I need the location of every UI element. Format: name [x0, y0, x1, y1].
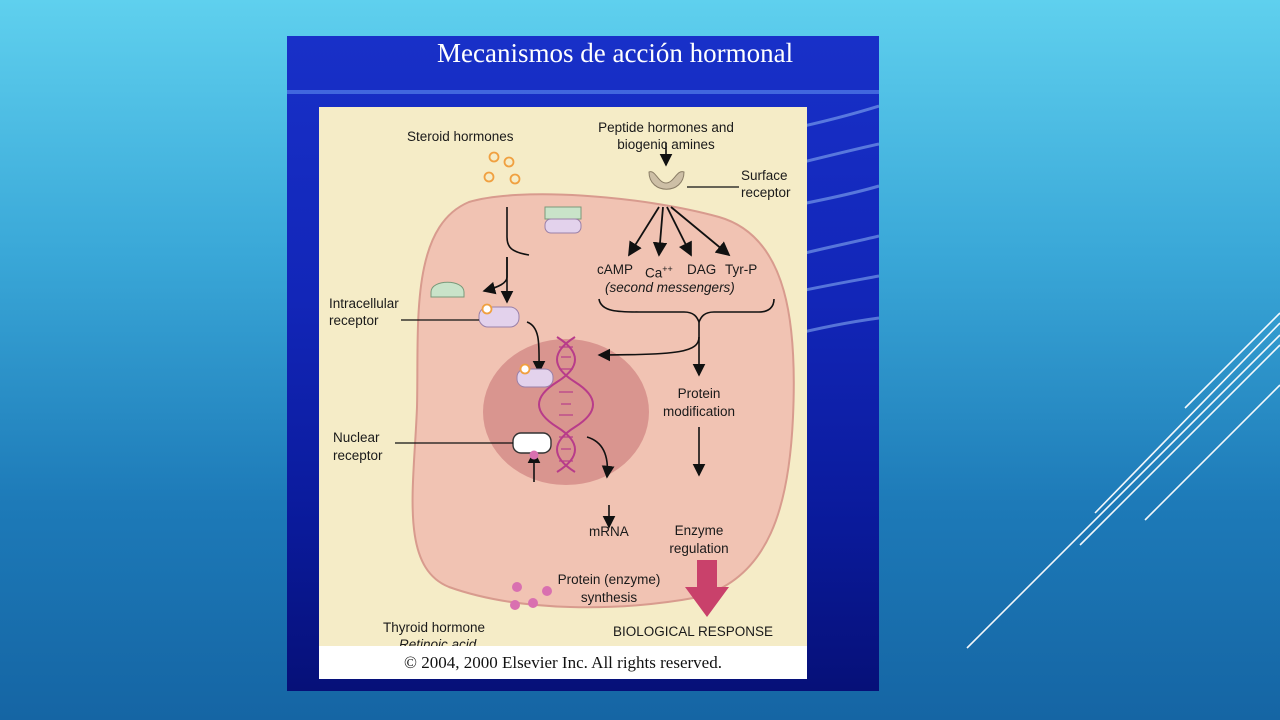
label-peptide-line2: biogenic amines — [617, 137, 715, 152]
label-protein-syn-line2: synthesis — [580, 590, 638, 605]
label-thyroid: Thyroid hormone — [383, 620, 486, 635]
arrow-camp — [628, 206, 660, 257]
hsp-released — [430, 281, 465, 298]
to-nucleus-arrow — [526, 321, 546, 374]
thyroid-hormone-dots — [510, 582, 552, 610]
dna-helix — [538, 336, 594, 473]
label-ca-base: Ca — [645, 265, 663, 281]
label-ca: Ca++ — [645, 261, 673, 282]
label-mrna: mRNA — [589, 524, 629, 539]
label-protein-mod-line2: modification — [662, 404, 736, 419]
steroid-hormone-dots — [483, 151, 521, 185]
hsp-receptor-top — [544, 206, 582, 220]
diagram-panel: Steroid hormones Peptide hormones and bi… — [319, 107, 807, 679]
label-nuclear-line2: receptor — [333, 448, 383, 463]
label-enzyme-line2: regulation — [669, 541, 729, 556]
label-tyrp: Tyr-P — [725, 262, 758, 277]
label-ca-sup: ++ — [662, 264, 673, 274]
label-steroid-hormones: Steroid hormones — [407, 129, 514, 144]
copyright-notice: © 2004, 2000 Elsevier Inc. All rights re… — [319, 646, 807, 679]
bound-steroid — [481, 303, 493, 315]
surface-receptor-shape — [648, 171, 685, 190]
arrow-ca — [652, 206, 668, 257]
slide-title: Mecanismos de acción hormonal — [437, 38, 794, 68]
hormone-mechanism-diagram — [395, 143, 795, 617]
label-protein-mod-line1: Protein — [677, 386, 721, 401]
label-camp: cAMP — [597, 262, 634, 277]
label-surface-line2: receptor — [741, 185, 791, 200]
biological-response-arrow — [685, 560, 729, 617]
label-enzyme-line1: Enzyme — [674, 523, 724, 538]
label-second-messengers: (second messengers) — [605, 280, 735, 295]
nuclear-receptor-shape — [512, 432, 552, 454]
label-biological-response: BIOLOGICAL RESPONSE — [613, 624, 774, 639]
dna-to-mrna-arrow — [586, 436, 615, 479]
arrow-tyrp — [670, 206, 731, 257]
bound-steroid-nuclear — [519, 363, 531, 375]
label-peptide-line1: Peptide hormones and — [598, 120, 734, 135]
label-nuclear-line1: Nuclear — [333, 430, 380, 445]
nucleus — [483, 339, 649, 485]
receptor-complex — [544, 218, 582, 234]
arrow-dag — [666, 206, 692, 257]
label-surface-line1: Surface — [741, 168, 788, 183]
slide-image: Mecanismos de acción hormonal — [287, 36, 879, 691]
label-intracellular-line2: receptor — [329, 313, 379, 328]
bound-thyroid — [529, 450, 539, 460]
steroid-arrow-1 — [506, 207, 530, 256]
label-protein-syn-line1: Protein (enzyme) — [557, 572, 661, 587]
label-intracellular-line1: Intracellular — [329, 296, 399, 311]
label-dag: DAG — [687, 262, 717, 277]
